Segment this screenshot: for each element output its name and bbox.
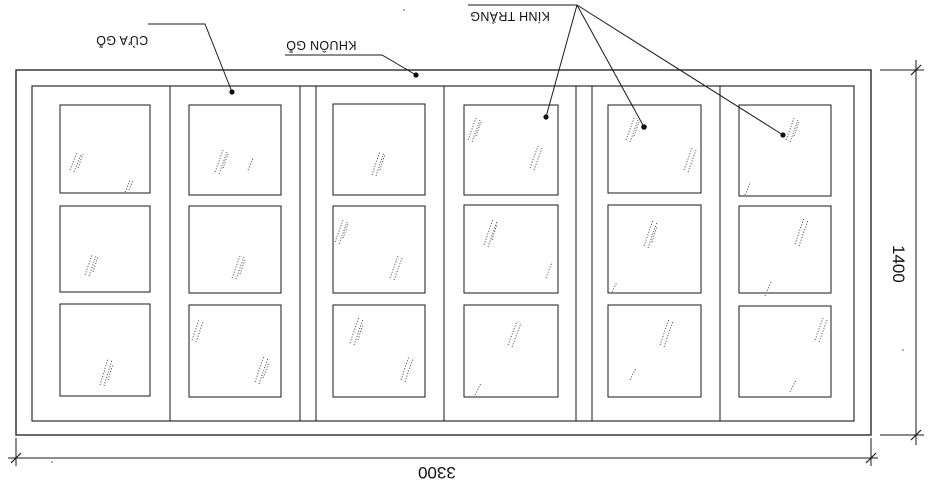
glass-pane bbox=[332, 304, 426, 398]
glass-pane bbox=[188, 205, 282, 294]
outer-frame bbox=[15, 69, 872, 436]
leaf-dividers bbox=[169, 86, 721, 421]
frame-label: KHUÔN GỖ bbox=[286, 38, 357, 52]
glass-panes bbox=[59, 103, 832, 398]
glass-pane bbox=[738, 104, 832, 197]
glass-pane bbox=[607, 204, 702, 294]
width-dimension-label: 3300 bbox=[418, 463, 456, 482]
stray-marks bbox=[51, 9, 904, 463]
leader-lines bbox=[148, 4, 786, 138]
glass-pane bbox=[188, 304, 282, 398]
glass-pane bbox=[332, 103, 426, 196]
glass-pane bbox=[59, 104, 151, 194]
glass-leader-dot bbox=[641, 124, 647, 130]
glass-pane bbox=[738, 205, 832, 294]
glass-pane bbox=[738, 305, 832, 398]
glass-pane bbox=[463, 104, 559, 196]
width-dimension bbox=[8, 438, 878, 466]
door-label: CỬA GỖ bbox=[96, 33, 149, 47]
frame-leader-dot bbox=[413, 72, 419, 78]
inner-frame bbox=[31, 85, 855, 422]
glass-leader-dot bbox=[780, 132, 786, 138]
mullions bbox=[299, 86, 593, 421]
glass-leader-dot bbox=[543, 114, 549, 120]
door-leader-dot bbox=[229, 89, 235, 95]
glass-pane bbox=[463, 304, 559, 398]
frame-leader bbox=[285, 54, 417, 76]
height-dimension-label: 1400 bbox=[889, 245, 908, 283]
glass-pane bbox=[332, 205, 426, 294]
glass-pane bbox=[188, 104, 282, 196]
glass-label: KÍNH TRẮNG bbox=[470, 9, 550, 23]
glass-pane bbox=[607, 304, 702, 398]
glass-hatch-marks bbox=[69, 117, 828, 396]
door-leader bbox=[148, 23, 233, 93]
glass-pane bbox=[607, 104, 702, 194]
glass-pane bbox=[463, 204, 559, 294]
height-dimension bbox=[880, 60, 924, 445]
glass-pane bbox=[59, 303, 151, 397]
glass-pane bbox=[59, 205, 151, 293]
